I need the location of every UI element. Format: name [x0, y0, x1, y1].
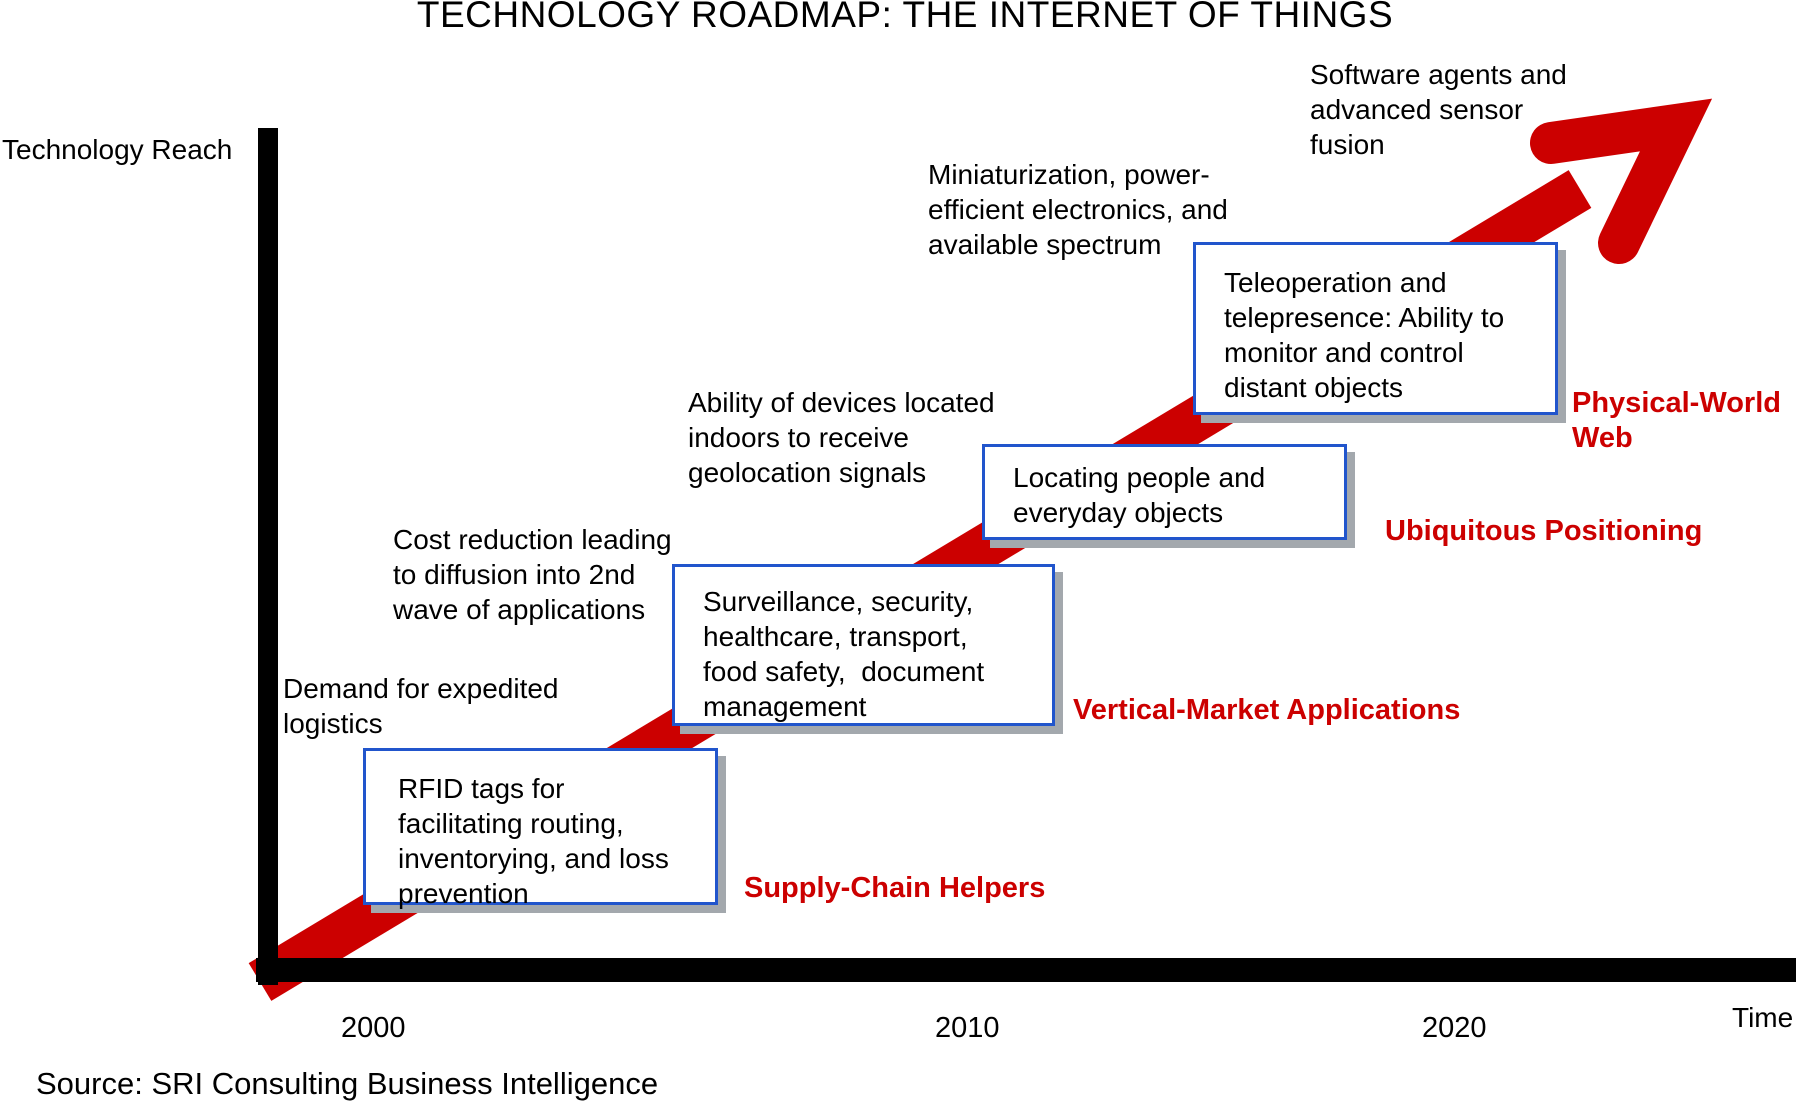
y-axis-bar [258, 128, 278, 985]
stage-label-physical-world-web: Physical-World Web [1572, 387, 1781, 454]
x-axis-label: Time [1732, 1002, 1794, 1033]
milestone-box-rfid: RFID tags for facilitating routing, inve… [363, 748, 718, 909]
source-note: Source: SRI Consulting Business Intellig… [36, 1066, 659, 1101]
annotation-miniaturization: Miniaturization, power- efficient electr… [928, 159, 1228, 260]
milestone-box-locating: Locating people and everyday objects [982, 444, 1347, 540]
annotation-geolocation-signals: Ability of devices located indoors to re… [688, 387, 995, 488]
stage-label-supply-chain-helpers: Supply-Chain Helpers [744, 872, 1046, 904]
x-tick-2000: 2000 [341, 1012, 406, 1044]
annotation-expedited-logistics: Demand for expedited logistics [283, 673, 559, 739]
arrow-head-icon [1530, 98, 1713, 264]
annotation-software-agents: Software agents and advanced sensor fusi… [1310, 59, 1567, 160]
milestone-box-teleoperation: Teleoperation and telepresence: Ability … [1193, 242, 1558, 415]
y-axis-label: Technology Reach [2, 134, 233, 165]
stage-label-vertical-market-applications: Vertical-Market Applications [1073, 694, 1461, 726]
stage-label-ubiquitous-positioning: Ubiquitous Positioning [1385, 515, 1703, 547]
x-tick-2020: 2020 [1422, 1012, 1487, 1044]
x-axis-bar [256, 958, 1796, 982]
x-tick-2010: 2010 [935, 1012, 1000, 1044]
page-title: TECHNOLOGY ROADMAP: THE INTERNET OF THIN… [416, 0, 1394, 35]
annotation-cost-reduction: Cost reduction leading to diffusion into… [393, 524, 672, 625]
milestone-box-vertical-markets: Surveillance, security, healthcare, tran… [672, 564, 1055, 726]
